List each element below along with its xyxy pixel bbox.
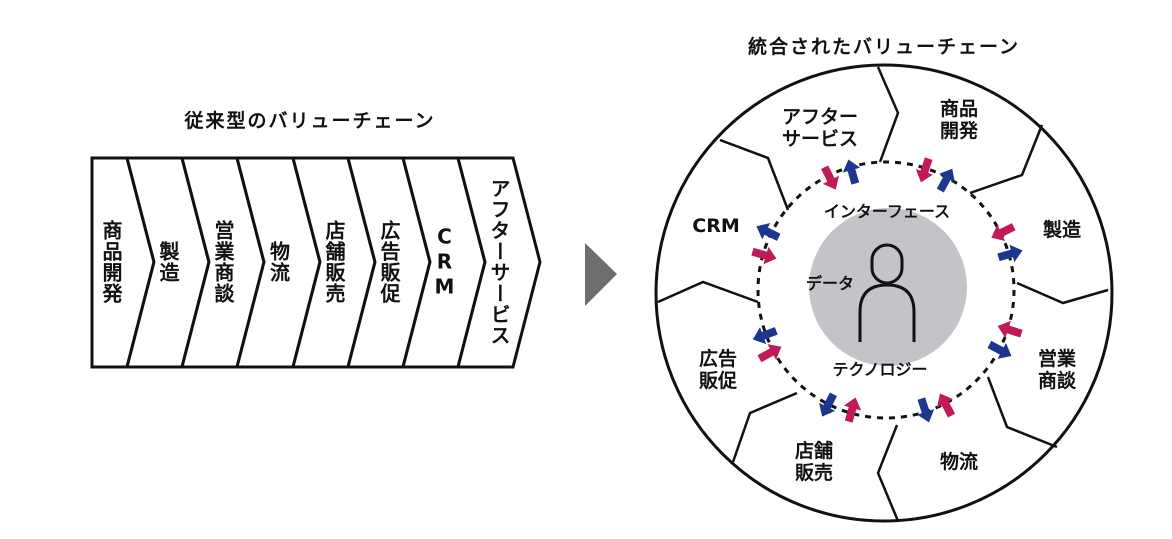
outbound-arrow-icon bbox=[756, 223, 781, 241]
chevron-label: 店舗販売 bbox=[322, 220, 346, 304]
outbound-arrow-icon bbox=[987, 340, 1012, 359]
chevron-label: 物流 bbox=[266, 241, 291, 283]
segment-divider bbox=[731, 391, 798, 463]
person-icon bbox=[858, 243, 916, 342]
integrated-chain-title: 統合されたバリューチェーン bbox=[747, 36, 1021, 58]
segment-divider bbox=[986, 376, 1058, 449]
outbound-arrow-icon bbox=[819, 392, 837, 417]
outbound-arrow-icon bbox=[752, 327, 778, 345]
interface-label: インターフェース bbox=[823, 202, 951, 221]
inbound-arrow-icon bbox=[915, 157, 933, 183]
data-label: データ bbox=[805, 274, 855, 293]
chevron-label: アフターサービス bbox=[487, 178, 511, 346]
segment-label: 製造 bbox=[1042, 219, 1082, 241]
segment-label: 物流 bbox=[939, 451, 979, 473]
chevron-stage bbox=[456, 156, 542, 369]
chevron-label: 広告販促 bbox=[377, 220, 401, 304]
segment-divider bbox=[969, 124, 1044, 195]
inbound-arrow-icon bbox=[997, 320, 1023, 338]
interface-ring bbox=[756, 160, 1016, 420]
inbound-arrow-icon bbox=[751, 246, 777, 265]
segment-divider bbox=[876, 424, 900, 522]
inbound-arrow-icon bbox=[821, 165, 839, 190]
outbound-arrow-icon bbox=[917, 397, 935, 423]
segment-label: 店舗 販売 bbox=[794, 440, 834, 484]
segment-label: CRM bbox=[692, 215, 740, 237]
inbound-arrow-icon bbox=[757, 344, 782, 363]
inbound-arrow-icon bbox=[843, 397, 862, 423]
segment-label: 広告 販促 bbox=[698, 348, 738, 392]
core-circle bbox=[809, 208, 967, 366]
segment-divider bbox=[657, 280, 759, 304]
chevron-label: CRM bbox=[432, 224, 457, 300]
segment-label: 商品 開発 bbox=[939, 98, 979, 142]
chevron-label: 営業商談 bbox=[211, 220, 235, 304]
chevron-label: 商品開発 bbox=[99, 220, 123, 304]
outbound-arrow-icon bbox=[842, 159, 861, 185]
traditional-chain-title: 従来型のバリューチェーン bbox=[184, 110, 436, 132]
inbound-arrow-icon bbox=[991, 223, 1016, 241]
segment-label: アフター サービス bbox=[781, 106, 859, 150]
segment-label: 営業 商談 bbox=[1037, 348, 1077, 392]
chevron-label: 製造 bbox=[156, 241, 180, 283]
segment-divider bbox=[1016, 281, 1109, 305]
segment-divider bbox=[719, 138, 790, 211]
segment-divider bbox=[876, 66, 900, 163]
transition-arrow-icon bbox=[585, 243, 617, 306]
technology-label: テクノロジー bbox=[832, 360, 928, 379]
inbound-arrow-icon bbox=[937, 393, 956, 418]
outbound-arrow-icon bbox=[997, 244, 1023, 263]
outbound-arrow-icon bbox=[936, 168, 955, 193]
